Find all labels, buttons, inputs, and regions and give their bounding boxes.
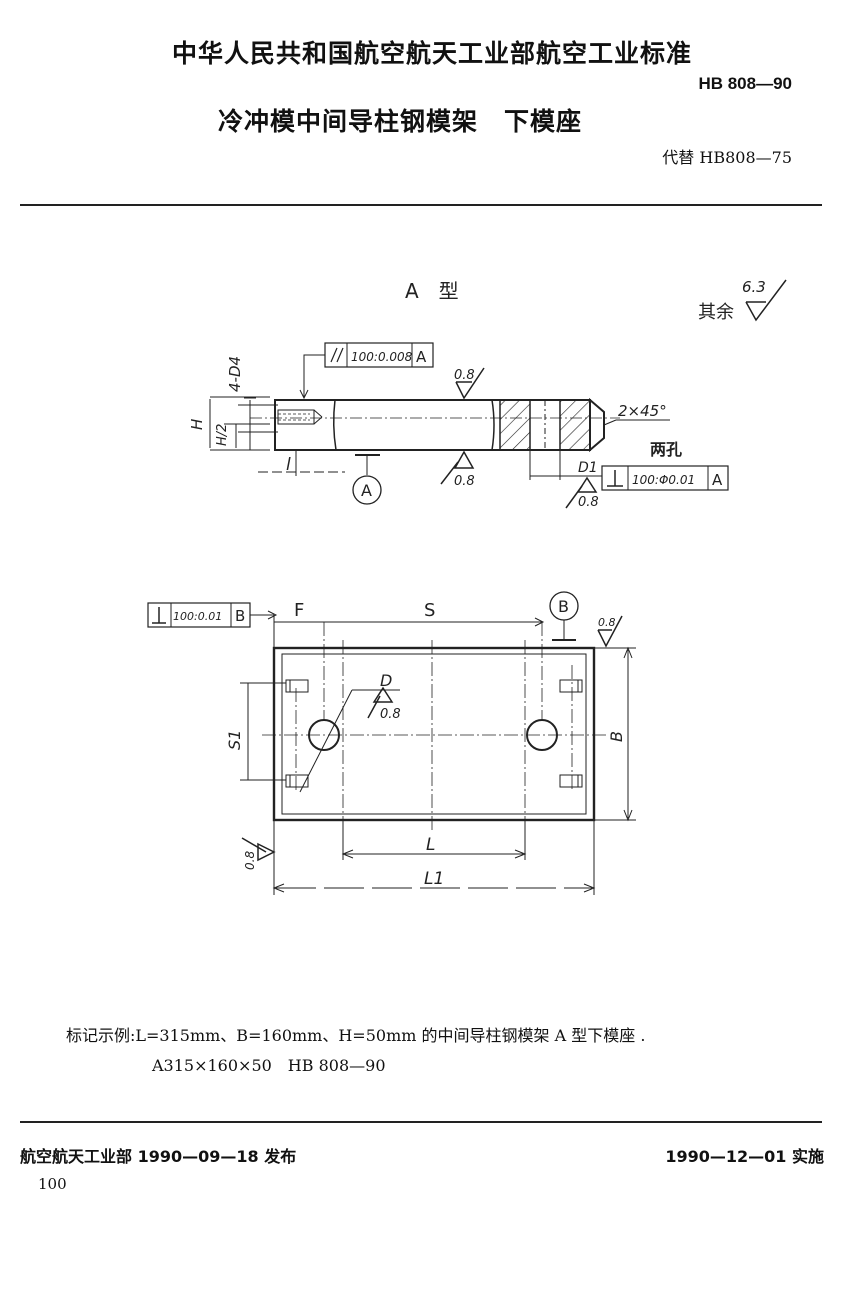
dim-l [258,450,345,476]
issue-date: 航空航天工业部 1990—09—18 发布 [20,1147,297,1166]
datum-B-marker [549,591,579,641]
hole-callout-label: 4-D4 [226,356,244,392]
parallelism-datum: A [416,348,427,366]
parallelism-tolerance: 100:0.008 [351,350,413,364]
dim-L-label: L [426,835,435,855]
roughness-right-value: 0.8 [598,616,616,629]
header-rule [20,204,822,206]
chamfer-label: 2×45° [618,402,667,420]
two-holes-label: 两孔 [650,440,682,459]
top-view-body [262,622,606,830]
dim-H-label: H [188,419,206,430]
dim-F-label: F [294,600,304,621]
marking-code: A315×160×50 HB 808—90 [152,1056,386,1075]
roughness-D1-value: 0.8 [578,495,599,510]
dim-H-half-label: H/2 [215,424,230,446]
marking-example: 标记示例:L=315mm、B=160mm、H=50mm 的中间导柱钢模架 A 型… [66,1026,646,1045]
dim-F-S [273,615,545,648]
roughness-right-symbol [597,615,623,648]
type-label: A 型 [405,279,459,303]
dim-L [341,820,527,860]
org-title: 中华人民共和国航空航天工业部航空工业标准 [171,39,692,68]
footer-rule [20,1121,822,1123]
perp-tol-D1: 100:Φ0.01 [632,473,695,487]
roughness-other-value: 6.3 [742,278,766,296]
roughness-D1-symbol [565,476,598,509]
roughness-bottom-symbol [440,450,475,485]
technical-drawing: A 型 其余 6.3 4- [147,278,787,895]
dim-B-label: B [607,731,626,742]
roughness-left-symbol [241,837,276,862]
dim-L1 [272,820,596,895]
dim-D-leader [299,686,400,793]
roughness-top-value: 0.8 [454,368,475,383]
document-title: 冷冲模中间导柱钢模架 下模座 [217,107,582,136]
datum-B-label: B [558,597,569,616]
dim-S1 [240,682,286,781]
roughness-top-symbol [455,367,485,400]
effective-date: 1990—12—01 实施 [665,1147,824,1166]
dim-D1-label: D1 [578,460,598,476]
replaces-note: 代替 HB808—75 [662,148,792,167]
parallelism-frame [299,342,434,400]
datum-A-label: A [361,481,372,500]
roughness-left-value: 0.8 [243,851,257,870]
dim-B [594,646,636,822]
roughness-bottom-value: 0.8 [454,474,475,489]
standard-number: HB 808—90 [698,74,792,93]
dim-S1-label: S1 [225,730,244,750]
roughness-D-value: 0.8 [380,707,401,722]
chamfer-leader [603,419,670,426]
dim-D-label: D [380,671,392,690]
page-number: 100 [38,1175,67,1193]
side-view-body [250,397,620,453]
hole-callout [238,397,278,450]
dim-l-label: l [286,455,291,475]
perp-tol-top: 100:0.01 [173,610,222,623]
roughness-symbol-general [745,279,787,322]
dim-D1 [529,450,729,491]
dim-H [209,396,270,451]
perp-frame-top [147,602,278,628]
roughness-other-label: 其余 [698,302,734,323]
perp-datum-D1: A [712,471,723,489]
dim-L1-label: L1 [424,869,444,889]
dim-S-label: S [424,600,435,621]
perp-datum-top: B [235,607,245,625]
datum-A-marker [352,454,382,505]
